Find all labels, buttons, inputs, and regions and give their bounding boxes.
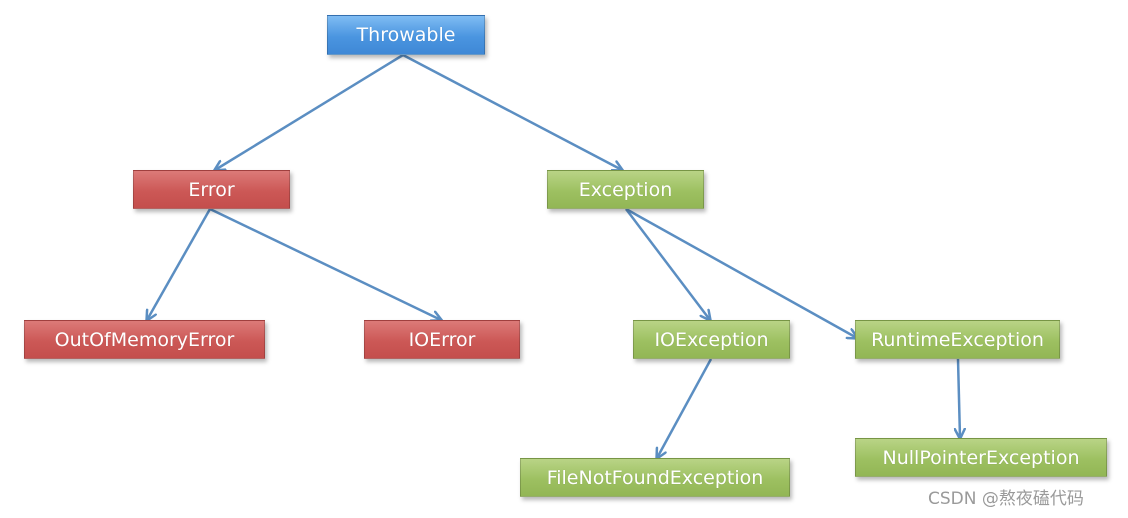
edge-error-to-outofmemoryerror	[147, 208, 212, 320]
node-file-not-found-exception: FileNotFoundException	[520, 458, 790, 497]
edge-runtimeexception-to-nullpointerexception	[958, 358, 960, 438]
node-io-error: IOError	[364, 320, 520, 359]
node-error: Error	[133, 170, 290, 209]
node-null-pointer-exception: NullPointerException	[855, 438, 1107, 477]
edge-throwable-to-exception	[402, 53, 622, 170]
edge-error-to-ioerror	[209, 207, 441, 320]
edge-throwable-to-error	[215, 53, 404, 170]
node-io-exception: IOException	[633, 320, 790, 359]
node-throwable: Throwable	[327, 15, 485, 55]
edge-ioexception-to-filenotfoundexception	[657, 358, 713, 458]
node-exception: Exception	[547, 170, 704, 209]
node-out-of-memory-error: OutOfMemoryError	[24, 320, 265, 359]
edge-exception-to-runtimeexception	[625, 207, 857, 338]
node-runtime-exception: RuntimeException	[855, 320, 1060, 359]
watermark: CSDN @熬夜磕代码	[928, 489, 1084, 509]
edge-exception-to-ioexception	[625, 208, 710, 320]
